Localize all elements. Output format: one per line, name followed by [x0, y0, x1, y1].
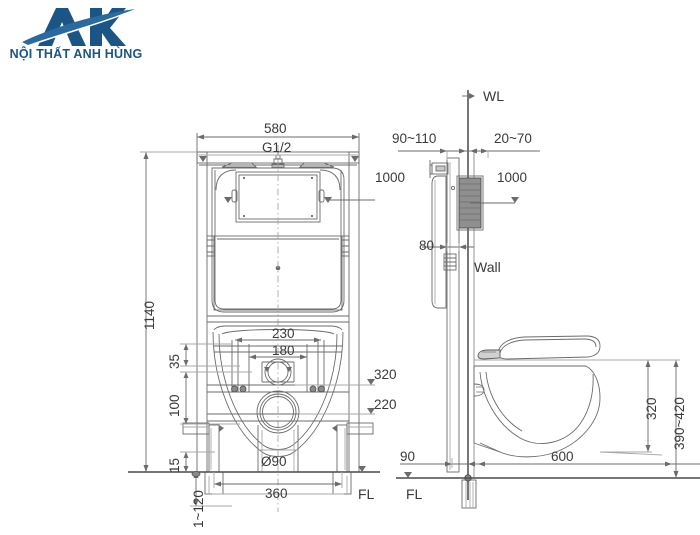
- dim-side-flush-plate-height: 1000: [497, 170, 528, 185]
- dim-side-seat-height-range: 390~420: [672, 397, 687, 450]
- dim-front-flush-pipe-height: 1000: [375, 170, 406, 185]
- dim-front-width-overall: 580: [264, 121, 287, 136]
- dim-front-inlet-thread: G1/2: [262, 140, 292, 155]
- dim-front-bolt-spacing-outer: 230: [272, 326, 295, 341]
- dim-front-offset-lower: 100: [167, 394, 182, 417]
- dim-side-outlet-offset: 90: [400, 449, 416, 464]
- label-side-floor-line: FL: [406, 486, 423, 502]
- dim-front-height-lower-bolt: 220: [374, 397, 397, 412]
- side-view-group: [396, 90, 700, 509]
- dim-front-height-upper-bolt: 320: [374, 367, 397, 382]
- brand-logo: NỘI THẤT ANH HÙNG: [0, 4, 160, 66]
- dim-front-offset-upper: 35: [167, 353, 182, 369]
- label-side-wall: Wall: [474, 259, 501, 275]
- dim-side-plate-depth: 80: [419, 238, 435, 253]
- dim-side-seat-height: 320: [644, 397, 659, 420]
- dim-side-front-offset: 90~110: [392, 131, 437, 146]
- label-side-water-line: WL: [483, 88, 504, 104]
- ah-monogram-icon: [16, 4, 138, 48]
- brand-caption: NỘI THẤT ANH HÙNG: [9, 47, 143, 61]
- label-front-floor-line: FL: [358, 486, 375, 502]
- dim-side-rear-offset: 20~70: [494, 131, 532, 146]
- dim-front-leg-spacing: 360: [265, 486, 288, 501]
- dim-side-bowl-depth: 600: [551, 449, 574, 464]
- dim-front-outlet-diameter: Ø90: [261, 454, 287, 469]
- dim-front-bolt-spacing-inner: 180: [272, 343, 295, 358]
- dim-front-leg-adjust: 1~120: [191, 490, 206, 528]
- dim-front-height-frame: 1140: [142, 300, 157, 330]
- dim-front-floor-clearance: 15: [167, 457, 182, 473]
- front-view-group: [128, 133, 380, 512]
